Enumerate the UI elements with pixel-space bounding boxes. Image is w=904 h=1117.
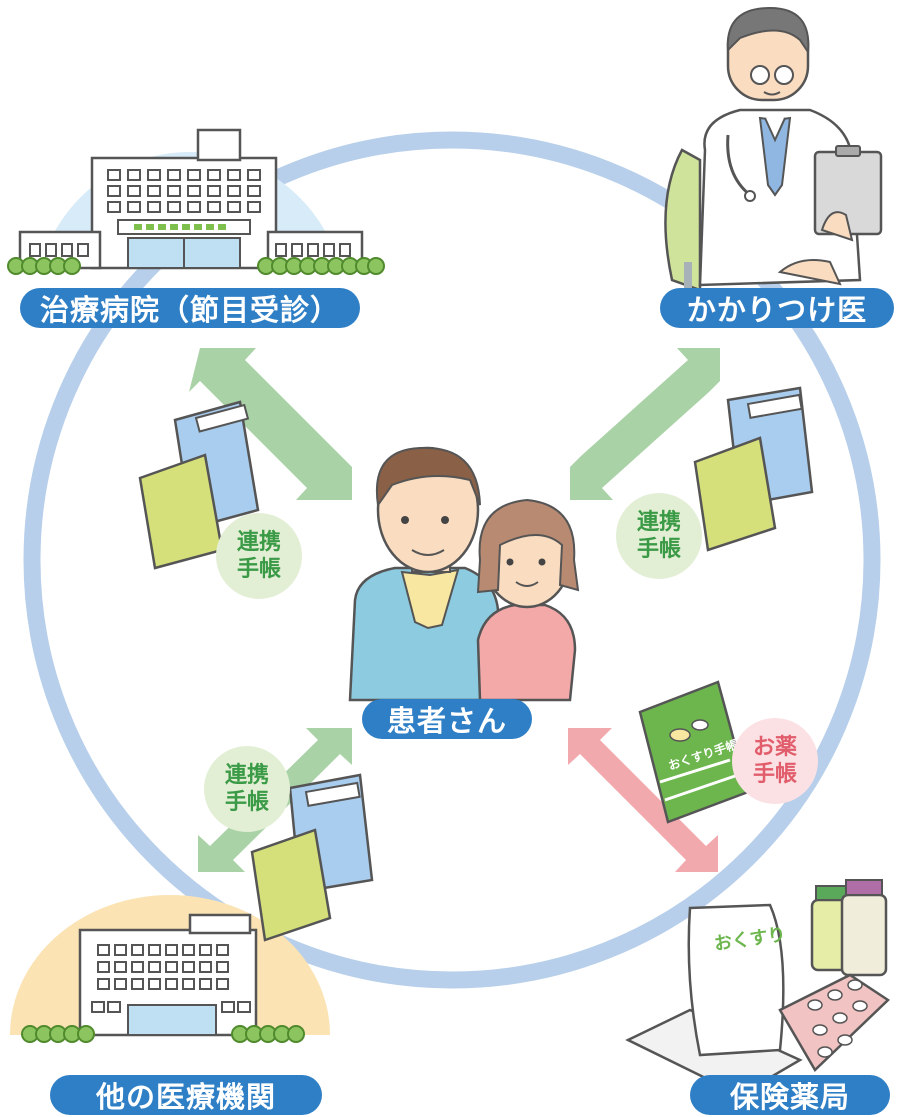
renkei-badge-bottom: 連携 手帳 — [204, 746, 290, 832]
badge-line: 手帳 — [636, 537, 681, 562]
renkei-badge-left: 連携 手帳 — [216, 513, 302, 599]
badge-line: 手帳 — [224, 790, 269, 815]
doctor-icon — [664, 6, 883, 292]
hospital-icon — [7, 128, 385, 275]
pharmacy-icon — [625, 879, 890, 1097]
arrow-doctor-patient — [570, 348, 720, 500]
patient-label: 患者さん — [362, 699, 532, 739]
notebook-icon — [693, 386, 814, 552]
badge-line: 手帳 — [236, 557, 281, 582]
other-institution-label: 他の医療機関 — [50, 1075, 322, 1115]
hospital-label: 治療病院（節目受診） — [20, 288, 360, 328]
badge-line: お薬 — [752, 735, 797, 760]
notebook-icon — [250, 773, 374, 942]
patients-icon — [348, 446, 580, 702]
renkei-badge-right: 連携 手帳 — [616, 493, 702, 579]
badge-line: 手帳 — [752, 762, 797, 787]
family-doctor-label: かかりつけ医 — [660, 288, 894, 328]
clinic-icon — [10, 895, 330, 1043]
badge-line: 連携 — [224, 763, 269, 788]
medicine-book-icon — [638, 680, 750, 824]
badge-line: 連携 — [636, 510, 681, 535]
badge-line: 連携 — [236, 530, 281, 555]
okusuri-badge: お薬 手帳 — [732, 718, 818, 804]
pharmacy-label: 保険薬局 — [690, 1075, 890, 1115]
network-circle — [23, 131, 881, 989]
arrow-hospital-patient — [189, 348, 352, 500]
arrow-pharmacy-patient — [568, 728, 718, 872]
